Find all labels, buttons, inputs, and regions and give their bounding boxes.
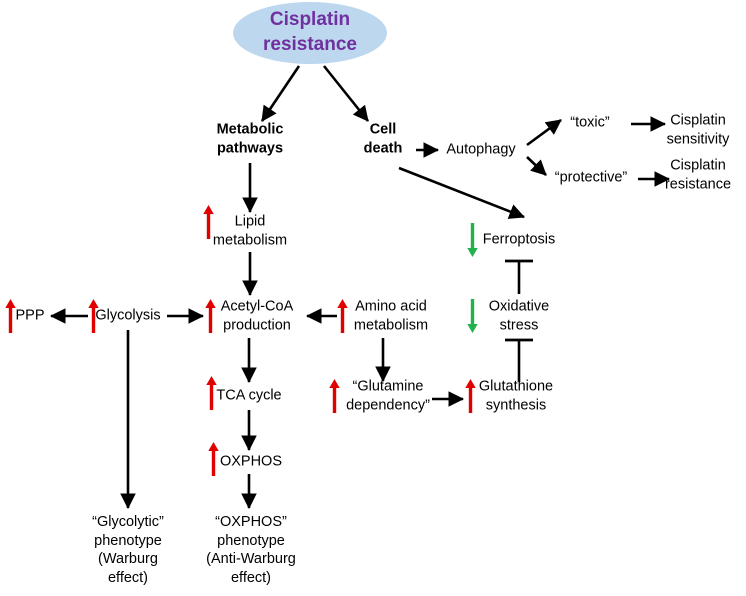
node-glycolytic-phenotype: “Glycolytic” phenotype (Warburg effect) <box>92 513 164 586</box>
reg-amino-acid-up-arrow-icon <box>336 299 348 333</box>
reg-lipid-metabolism-up-arrow-icon <box>202 205 214 239</box>
node-cisplatin-sensitivity: Cisplatin sensitivity <box>666 112 730 147</box>
edge-celldeath-to-ferroptosis <box>398 166 525 219</box>
edge-oxidative-inhibits-ferroptosis <box>505 259 533 294</box>
reg-glutathione-up-arrow-icon <box>464 379 476 413</box>
edge-autophagy-to-protective <box>526 156 547 176</box>
node-lipid-metabolism: Lipid metabolism <box>212 213 288 248</box>
node-tca-cycle: TCA cycle <box>216 387 282 404</box>
node-glutamine-dependency: “Glutamine dependency” <box>346 378 430 413</box>
node-cell-death: Cell death <box>363 121 403 156</box>
node-glutathione-synthesis: Glutathione synthesis <box>478 378 554 413</box>
node-oxphos: OXPHOS <box>219 453 283 470</box>
reg-glycolysis-up-arrow-icon <box>87 299 99 333</box>
reg-acetyl-coa-up-arrow-icon <box>204 299 216 333</box>
reg-oxidative-stress-down-arrow-icon <box>466 299 478 333</box>
edge-autophagy-to-toxic <box>526 118 562 147</box>
reg-ppp-up-arrow-icon <box>4 299 16 333</box>
node-oxidative-stress: Oxidative stress <box>488 298 550 333</box>
node-toxic: “toxic” <box>570 114 610 131</box>
node-ppp: PPP <box>15 307 45 324</box>
node-autophagy: Autophagy <box>446 141 516 158</box>
node-metabolic-pathways: Metabolic pathways <box>216 121 284 156</box>
reg-tca-cycle-up-arrow-icon <box>205 376 217 410</box>
reg-glutamine-dependency-up-arrow-icon <box>328 379 340 413</box>
node-ferroptosis: Ferroptosis <box>482 231 556 248</box>
node-amino-acid-metabolism: Amino acid metabolism <box>353 298 429 333</box>
node-acetyl-coa: Acetyl-CoA production <box>220 298 294 333</box>
reg-oxphos-up-arrow-icon <box>207 442 219 476</box>
cisplatin-resistance-label: Cisplatin resistance <box>262 9 357 55</box>
cisplatin-resistance-ellipse: Cisplatin resistance <box>233 2 387 64</box>
reg-ferroptosis-down-arrow-icon <box>466 223 478 257</box>
edge-glutathione-inhibits-oxidative <box>505 338 533 382</box>
edge-resistance-to-celldeath <box>322 65 370 122</box>
node-cisplatin-resistance-out: Cisplatin resistance <box>664 157 732 192</box>
edge-resistance-to-metabolic <box>260 65 301 122</box>
node-protective: “protective” <box>554 169 628 186</box>
node-oxphos-phenotype: “OXPHOS” phenotype (Anti-Warburg effect) <box>206 513 296 586</box>
node-glycolysis: Glycolysis <box>95 307 161 324</box>
